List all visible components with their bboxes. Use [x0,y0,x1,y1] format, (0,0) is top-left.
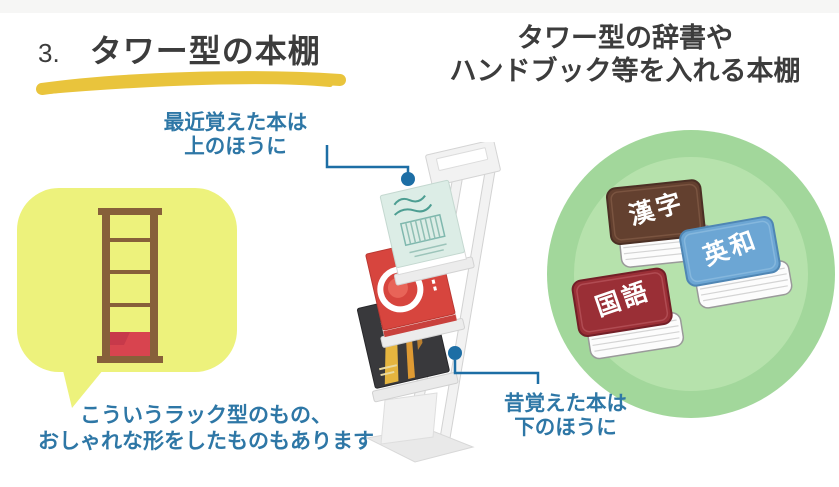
slide-number: 3. [38,38,60,68]
note-bottom-left-line2: おしゃれな形をしたものもあります [38,430,374,454]
connector-bottom-line [453,360,540,384]
subtitle-heading: タワー型の辞書や ハンドブック等を入れる本棚 [420,22,830,88]
dictionary-book-kokugo: 国語 [571,267,685,360]
dictionary-circle-illustration: 漢字 英和 国語 [547,130,835,418]
magazine-mint [379,179,475,286]
connector-bottom-dot [448,346,462,360]
subtitle-line1: タワー型の辞書や [517,23,733,53]
tower-bookshelf-icon [97,208,163,363]
speech-bubble [17,188,237,408]
connector-top-dot [401,172,415,186]
connector-bottom [448,346,540,384]
note-bottom-right-line1: 昔覚えた本は [504,392,627,415]
note-top-line2: 上のほうに [184,135,287,159]
page-title: タワー型の本棚 [89,33,321,69]
connector-top [325,145,415,186]
speech-bubble-illustration [17,188,237,408]
note-top-line1: 最近覚えた本は [163,111,308,134]
title-underline-highlight [36,71,346,95]
note-bottom-left-line1: こういうラック型のもの、 [80,404,332,427]
note-bottom-left: こういうラック型のもの、 おしゃれな形をしたものもあります [10,403,402,456]
note-top: 最近覚えた本は 上のほうに [128,111,343,159]
title-row: 3. タワー型の本棚 [38,26,321,72]
top-gray-bar [0,0,839,13]
rack-handle [425,142,501,187]
subtitle-line2: ハンドブック等を入れる本棚 [449,55,801,86]
dictionary-book-eiwa: 英和 [679,216,793,309]
note-bottom-right: 昔覚えた本は 下のほうに [468,392,663,440]
note-bottom-right-line2: 下のほうに [514,416,617,440]
magazine-rack-illustration [356,142,501,463]
connector-top-line [325,145,410,173]
